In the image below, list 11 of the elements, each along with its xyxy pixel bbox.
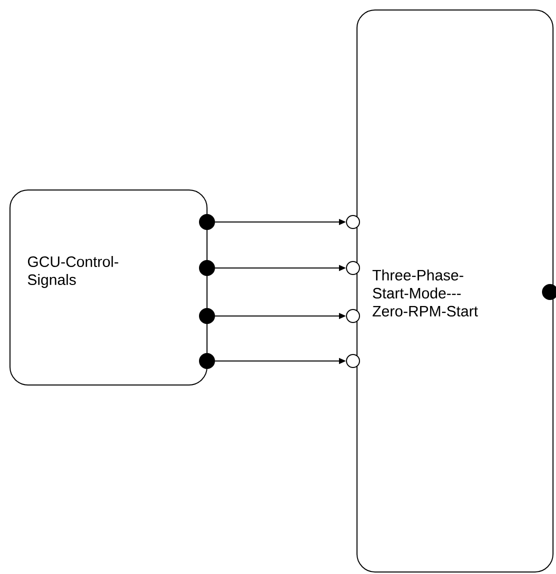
port-circle bbox=[346, 354, 360, 368]
block-box: GCU-Control-Signals bbox=[10, 190, 208, 386]
port-circle bbox=[346, 215, 360, 229]
port-circle bbox=[346, 309, 360, 323]
block-box: Three-Phase-Start-Mode---Zero-RPM-Start bbox=[356, 10, 554, 572]
port-dot bbox=[199, 214, 215, 230]
port-circle bbox=[346, 261, 360, 275]
port-dot bbox=[199, 260, 215, 276]
port-dot bbox=[199, 308, 215, 324]
port-dot bbox=[199, 353, 215, 369]
port-dot bbox=[542, 284, 556, 300]
